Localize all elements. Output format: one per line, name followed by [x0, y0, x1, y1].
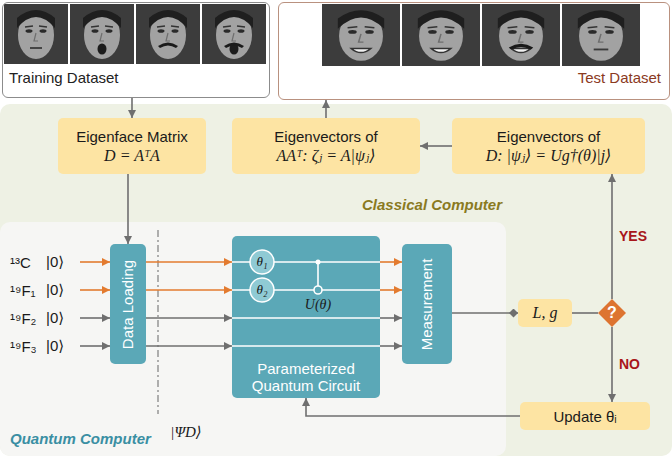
state-label: |ΨD⟩: [170, 423, 201, 441]
node-text: Classical Computer: [362, 196, 502, 213]
control-dot: [316, 260, 321, 265]
node-text: Update θᵢ: [553, 407, 616, 426]
branch-label: YES: [619, 228, 647, 244]
process-box: L, g: [518, 299, 572, 327]
connector-arrow: [146, 317, 232, 319]
computer-panel: Quantum ComputerData LoadingParameterize…: [0, 222, 506, 456]
control-line: [317, 262, 319, 286]
process-box: Eigenvectors ofAAᵀ: ζⱼ = A|ψⱼ⟩: [232, 118, 420, 174]
gate-circle-shape: [250, 278, 274, 302]
face-mouth: [30, 48, 42, 49]
face-photo: [202, 4, 266, 64]
connector-arrow: [306, 398, 520, 416]
qubit-state: |0⟩: [46, 337, 64, 355]
diamond-shape: [598, 299, 626, 327]
face-mouth: [511, 48, 531, 52]
node-text: Eigenvectors of: [497, 127, 600, 146]
connector-arrow: [146, 345, 232, 347]
node-text: Training Dataset: [9, 69, 119, 86]
node-text: L, g: [533, 303, 558, 323]
qubit-wire: [232, 317, 380, 319]
decision-diamond: ?: [598, 299, 626, 327]
node-text: θ₂: [257, 282, 268, 298]
process-box: Data Loading: [110, 244, 146, 364]
connector-arrow: [452, 312, 518, 314]
face-mustache: [509, 44, 533, 50]
face-photo: [562, 4, 640, 66]
node-text: ?: [607, 304, 617, 322]
node-text: θ₁: [257, 254, 268, 270]
qubit-state: |0⟩: [46, 253, 64, 271]
state-divider: [157, 230, 158, 414]
qubit-wire: [80, 261, 110, 263]
node-text: Data Loading: [120, 259, 137, 348]
node-text: Test Dataset: [279, 69, 669, 86]
qubit-wire: [80, 317, 110, 319]
face-photo: [4, 4, 68, 64]
connector-arrow: [380, 345, 402, 347]
face-mouth: [594, 49, 609, 50]
nucleus-label: ¹⁹F₂: [10, 310, 36, 327]
node-text: Parameterized Quantum Circuit: [232, 360, 380, 394]
dataset-frame: Test Dataset: [278, 2, 670, 100]
connector-arrow: [325, 100, 327, 118]
connector-arrow: [131, 98, 133, 118]
face-mouth: [431, 48, 451, 52]
connector-arrow: [420, 145, 452, 147]
face-mouth: [351, 48, 371, 52]
process-box: Measurement: [402, 244, 452, 364]
node-text: Quantum Computer: [10, 430, 151, 447]
node-text: Eigenface Matrix: [76, 127, 188, 146]
face-mustache: [224, 43, 244, 49]
face-photo: [136, 4, 200, 64]
process-box: Eigenvectors ofD: |ψⱼ⟩ = Ug†(θ)|j⟩: [452, 118, 645, 174]
circuit-box: Parameterized Quantum Circuit θ₁ θ₂: [232, 236, 380, 398]
connector-arrow: [611, 327, 613, 402]
branch-label: NO: [619, 356, 640, 372]
qubit-wire: [80, 345, 110, 347]
qubit-state: |0⟩: [46, 309, 64, 327]
process-box: Update θᵢ: [520, 402, 650, 430]
node-text: Eigenvectors of: [274, 127, 377, 146]
gate-circle: θ₁: [249, 249, 275, 275]
face-mouth: [98, 44, 107, 55]
connector-arrow: [380, 317, 402, 319]
face-photo: [482, 4, 560, 66]
connector-arrow: [572, 312, 598, 314]
classical-panel-fill: [0, 104, 672, 456]
face-photo: [402, 4, 480, 66]
face-photo: [322, 4, 400, 66]
gate-circle-shape: [250, 250, 274, 274]
qubit-wire: [80, 289, 110, 291]
node-text: D = AᵀA: [104, 146, 160, 166]
control-circle: [314, 286, 322, 294]
dataset-frame: Training Dataset: [2, 2, 270, 98]
gate-circle: θ₂: [249, 277, 275, 303]
node-text: Measurement: [419, 258, 436, 350]
face-photo: [70, 4, 134, 64]
connector-arrow: [146, 289, 232, 291]
face-mustache: [158, 43, 178, 49]
quantum-panel-fill: [0, 222, 506, 456]
connector-arrow: [127, 174, 129, 244]
connector-arrow: [380, 289, 402, 291]
gate-label: U(θ): [305, 297, 331, 313]
connector-arrow: [380, 261, 402, 263]
nucleus-label: ¹⁹F₁: [10, 282, 36, 299]
nucleus-label: ¹³C: [10, 254, 31, 271]
node-text: D: |ψⱼ⟩ = Ug†(θ)|j⟩: [486, 146, 612, 166]
connector-arrow: [611, 174, 613, 299]
node-text: AAᵀ: ζⱼ = A|ψⱼ⟩: [277, 146, 376, 166]
connector-arrow: [146, 261, 232, 263]
nucleus-label: ¹⁹F₃: [10, 338, 37, 355]
qubit-wire: [232, 345, 380, 347]
qubit-state: |0⟩: [46, 281, 64, 299]
process-box: Eigenface MatrixD = AᵀA: [58, 118, 206, 174]
computer-panel: Classical ComputerQuantum Computer Data L…: [0, 104, 672, 456]
